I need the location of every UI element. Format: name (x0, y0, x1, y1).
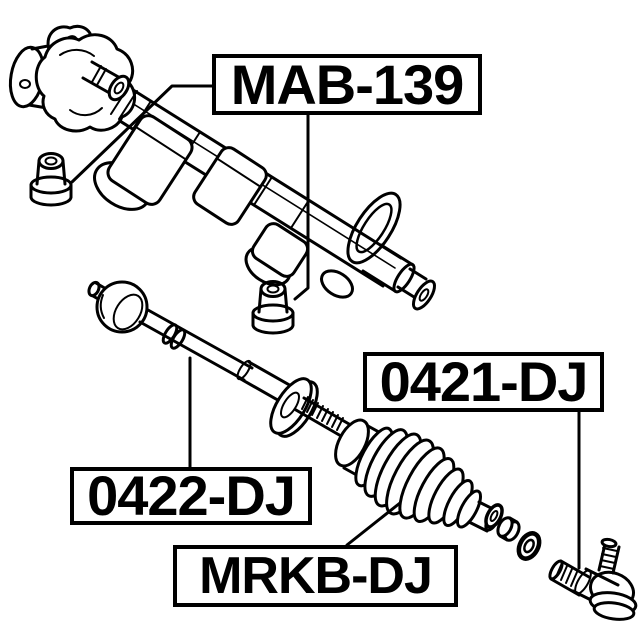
rack-pinion-housing (8, 24, 138, 133)
part-label-0421-dj[interactable]: 0421-DJ (363, 352, 604, 412)
rack-end-housing (320, 243, 437, 311)
tie-rod-end-stud (597, 537, 621, 575)
rack-bushing-left (29, 152, 73, 207)
lock-nut (516, 531, 542, 561)
rack-clamp-ring (346, 191, 402, 265)
leader-line-mab-139-left (70, 84, 214, 184)
part-number-text: MRKB-DJ (199, 547, 433, 605)
leader-line-mab-139-right (293, 113, 310, 301)
part-number-text: 0422-DJ (87, 464, 296, 527)
part-label-0422-dj[interactable]: 0422-DJ (70, 467, 312, 525)
part-label-mrkb-dj[interactable]: MRKB-DJ (173, 545, 458, 607)
rack-mount-brackets (93, 114, 310, 287)
steering-rack-drawing (8, 24, 437, 335)
part-label-mab-139[interactable]: MAB-139 (212, 54, 482, 115)
part-number-text: 0421-DJ (379, 350, 589, 413)
boot-ring (484, 503, 504, 529)
inner-tie-rod-drawing (87, 280, 351, 438)
boot-spacer (496, 516, 521, 542)
part-number-text: MAB-139 (230, 52, 465, 116)
rod-threaded-end (294, 396, 351, 438)
leader-line-mrkb-dj (345, 501, 402, 547)
tie-rod-end-drawing (548, 537, 638, 621)
rack-boot-drawing (334, 418, 500, 533)
tie-rod-end-shank (548, 559, 591, 597)
rack-bushing-right (251, 280, 295, 335)
